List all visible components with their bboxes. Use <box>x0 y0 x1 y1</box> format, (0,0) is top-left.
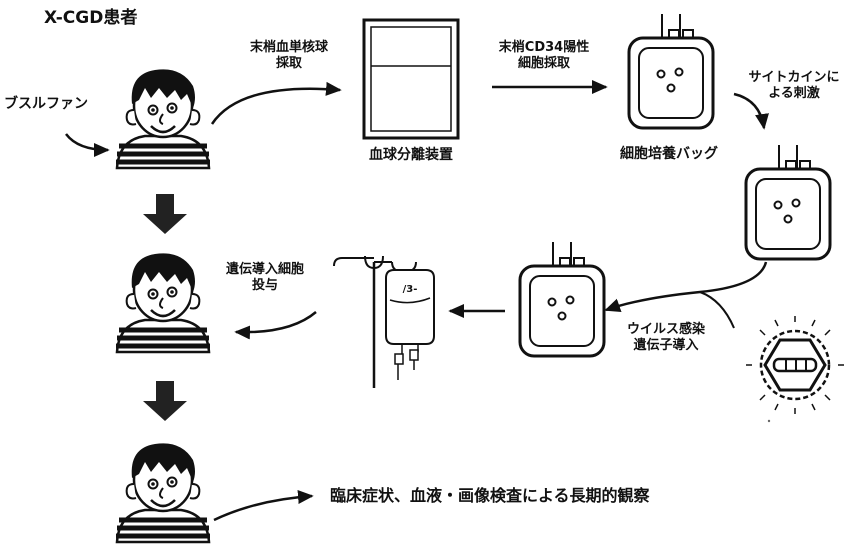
pbmc-collection-label: 末梢血単核球 採取 <box>236 40 342 73</box>
transduction-line-2: 遺伝子導入 <box>633 338 699 354</box>
cd34-collection-label: 末梢CD34陽性 細胞採取 <box>482 40 606 73</box>
observed-child-illustration <box>116 443 210 542</box>
cytokine-label: サイトカインに よる刺激 <box>736 70 852 103</box>
down-arrow-icon <box>143 194 187 234</box>
patient-label: X-CGD患者 <box>44 8 138 28</box>
infusion-line-1: 遺伝導入細胞 <box>225 262 304 277</box>
arrow-to-observation <box>213 490 314 522</box>
arrow-to-separator <box>210 81 342 125</box>
arrow-to-transduced-bag <box>604 261 768 312</box>
svg-text:/3-: /3- <box>403 284 418 295</box>
transduction-line-1: ウイルス感染 <box>626 322 705 337</box>
busulfan-label: ブスルファン <box>4 96 88 112</box>
arrow-to-stimulated-bag <box>733 92 769 130</box>
cytokine-line-1: サイトカインに <box>748 70 840 85</box>
pbmc-collection-line-2: 採取 <box>275 56 302 72</box>
culture-bag-icon <box>627 12 715 130</box>
observation-label: 臨床症状、血液・画像検査による長期的観察 <box>330 486 650 505</box>
treated-child-illustration <box>116 253 210 352</box>
culture-bag-label: 細胞培養バッグ <box>620 146 718 162</box>
transduction-label: ウイルス感染 遺伝子導入 <box>612 322 720 355</box>
down-arrow-icon <box>143 381 187 421</box>
infusion-label: 遺伝導入細胞 投与 <box>210 262 320 295</box>
pbmc-collection-line-1: 末梢血単核球 <box>249 40 328 55</box>
cell-separator-icon <box>362 18 460 140</box>
separator-label: 血球分離装置 <box>369 147 453 163</box>
iv-drip-icon: /3- <box>333 255 435 388</box>
cd34-collection-line-2: 細胞採取 <box>517 56 570 72</box>
virus-connector-line <box>699 291 735 329</box>
transduced-bag-icon <box>518 240 606 358</box>
virus-particle-icon <box>746 316 844 414</box>
cytokine-line-2: よる刺激 <box>768 86 820 102</box>
stimulated-bag-icon <box>744 143 832 261</box>
patient-child-illustration <box>116 69 210 168</box>
cd34-collection-line-1: 末梢CD34陽性 <box>498 40 590 55</box>
infusion-line-2: 投与 <box>251 278 278 294</box>
arrow-to-child-infusion <box>234 311 317 340</box>
busulfan-arrow <box>65 133 110 157</box>
